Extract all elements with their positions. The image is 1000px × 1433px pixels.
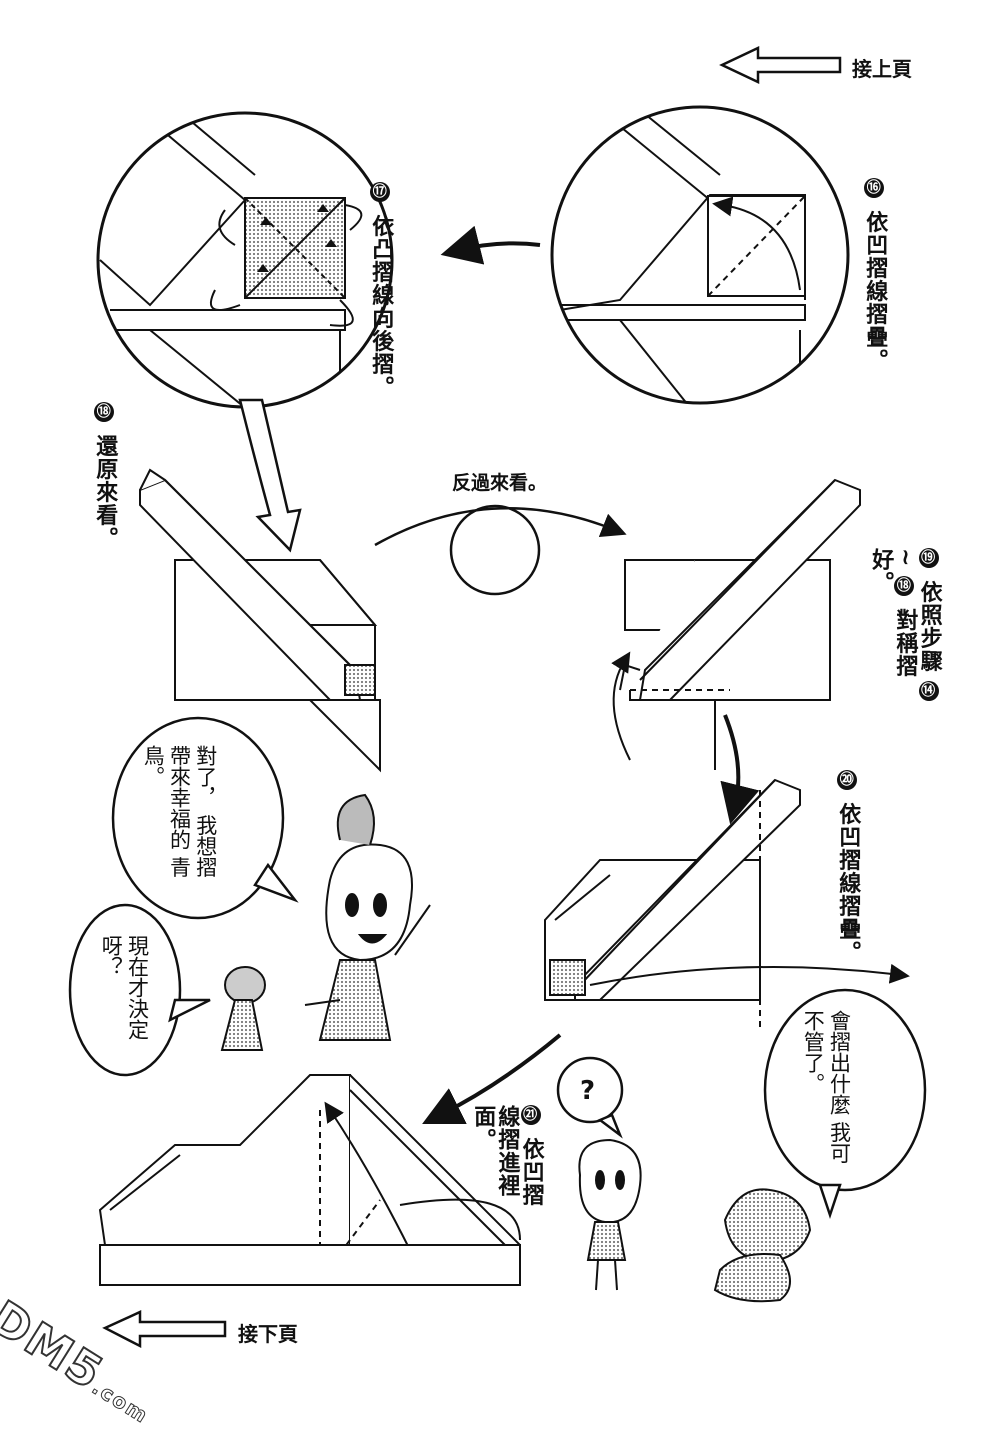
step17-number: ⑰ [370, 182, 391, 202]
step21-instruction: ㉑ 依凹摺線摺進裡面。 [470, 1105, 544, 1215]
step20-model [544, 778, 910, 1030]
girl-speech-line-3: 帶來幸福的 [167, 745, 192, 850]
prev-page-arrow [719, 46, 842, 84]
question-mark: ? [580, 1076, 596, 1106]
step21-number: ㉑ [520, 1105, 541, 1125]
small-char-speech: 現在才決定 呀？ [98, 935, 151, 1065]
cat-char-speech-line-1: 會摺出什麼 [827, 1010, 852, 1115]
step19-model [611, 478, 861, 770]
girl-character [304, 793, 431, 1041]
step20-text: 依凹摺線摺疊。 [835, 802, 861, 964]
step21-text: 依凹摺線摺進裡面。 [470, 1105, 544, 1207]
speech-bubbles [68, 716, 927, 1219]
girl-speech-line-2: 我想摺 [193, 814, 218, 878]
step17-text: 依凸摺線向後摺。 [368, 214, 394, 399]
small-char-speech-line-1: 現在才決定 [125, 935, 150, 1040]
step17-instruction: ⑰ 依凸摺線向後摺。 [368, 182, 394, 399]
arrow-17-to-18 [238, 398, 302, 553]
next-page-label: 接下頁 [238, 1322, 298, 1346]
step19-text-a: 依照步驟 [916, 580, 942, 673]
girl-speech: 對了， 我想摺 帶來幸福的 青鳥。 [140, 745, 219, 895]
step17-magnified-circle [96, 111, 394, 409]
arrow-19-to-20 [720, 714, 760, 825]
step21-model [98, 1074, 521, 1286]
step18-instruction: ⑱ 還原來看。 [92, 402, 118, 550]
step16-number: ⑯ [864, 178, 885, 198]
step16-text: 依凹摺線摺疊。 [862, 210, 888, 372]
girl-speech-line-1: 對了， [193, 745, 218, 808]
step19-ref-start: ⑭ [918, 681, 939, 702]
cat-character [713, 1188, 812, 1303]
step18-model [139, 468, 381, 773]
arrow-20-to-21 [422, 1033, 562, 1124]
step16-magnified-circle [550, 105, 850, 405]
step19-ref-end: ⑱ [894, 576, 915, 597]
arrow-16-to-17 [440, 225, 541, 265]
step18-number: ⑱ [94, 402, 115, 422]
girl-speech-line-4: 青鳥。 [141, 745, 192, 878]
prev-page-label: 接上頁 [852, 57, 912, 81]
step18-text: 還原來看。 [92, 434, 118, 550]
confused-character [578, 1138, 642, 1291]
small-char-speech-line-2: 呀？ [99, 935, 124, 977]
step19-number: ⑲ [918, 548, 939, 568]
step20-instruction: ⑳ 依凹摺線摺疊。 [835, 770, 861, 964]
next-page-arrow [102, 1310, 227, 1349]
small-character [220, 966, 266, 1051]
step20-number: ⑳ [837, 770, 858, 790]
step16-instruction: ⑯ 依凹摺線摺疊。 [862, 178, 888, 372]
cat-char-speech-line-2: 我可不管了。 [801, 1010, 852, 1164]
step19-dash: ~ [892, 548, 918, 568]
flip-indicator [374, 504, 627, 596]
cat-char-speech: 會摺出什麼 我可不管了。 [800, 1010, 853, 1170]
flip-label: 反過來看。 [452, 472, 548, 494]
step19-text-b: 對稱摺好。 [868, 548, 918, 678]
step19-instruction: ⑲ 依照步驟 ⑭ ~ ⑱ 對稱摺好。 [868, 548, 942, 718]
